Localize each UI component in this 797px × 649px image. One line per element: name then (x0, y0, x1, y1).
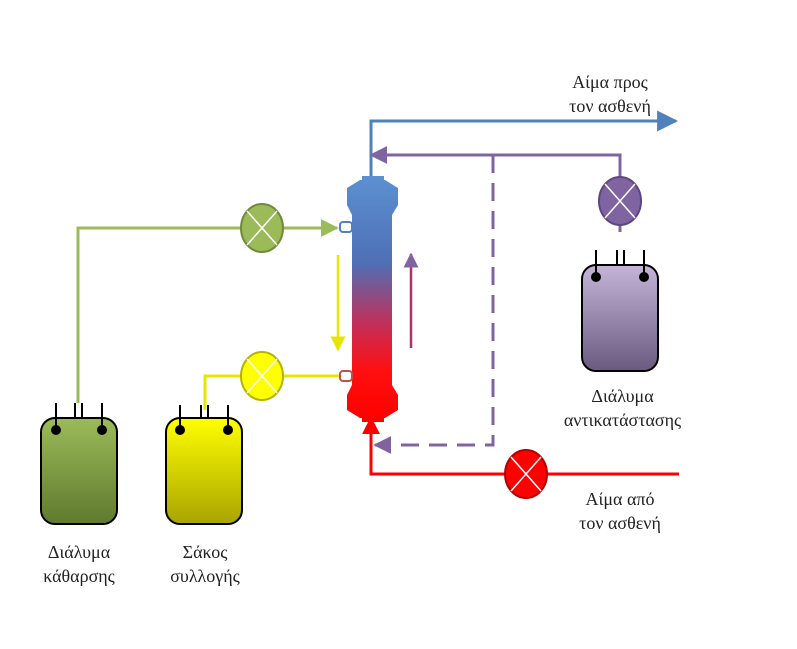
effluent-line (203, 374, 343, 410)
replacement-valve-icon (598, 176, 642, 226)
collection-bag-label: Σάκος συλλογής (170, 542, 240, 586)
blood-return-line (369, 110, 679, 180)
blood-pump-valve-icon (504, 449, 548, 499)
hemofilter (339, 176, 398, 422)
collection-bag-icon (165, 405, 243, 525)
dialysate-bag-icon (40, 403, 118, 525)
dialysate-valve-icon (240, 203, 284, 253)
dialysate-label: Διάλυμα κάθαρσης (43, 542, 115, 586)
blood-from-patient-label: Αίμα από τον ασθενή (579, 489, 661, 533)
blood-to-patient-label: Αίμα προς τον ασθενή (569, 72, 651, 116)
replacement-line (369, 146, 622, 232)
replacement-fluid-label: Διάλυμα αντικατάστασης (563, 386, 682, 430)
replacement-bag-icon (581, 250, 659, 372)
blood-inlet-line (362, 416, 679, 476)
effluent-valve-icon (240, 351, 284, 401)
predilution-dashed-line (373, 155, 495, 454)
